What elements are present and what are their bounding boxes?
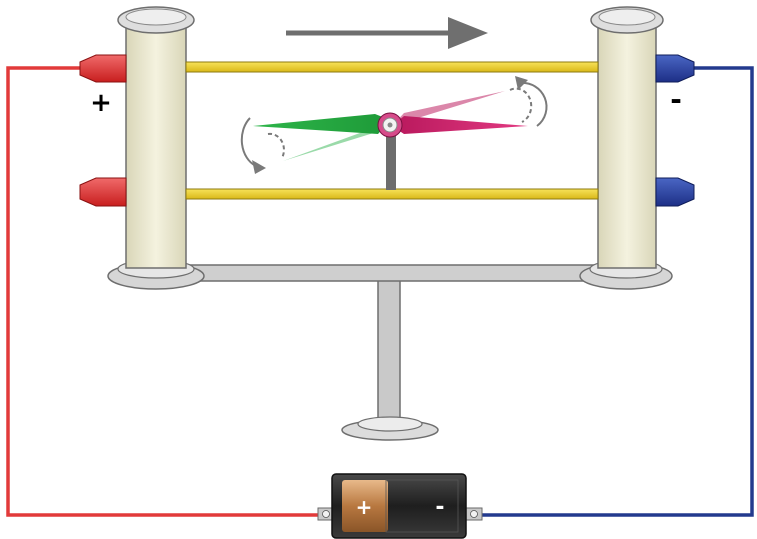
battery-negative-label: - — [435, 495, 444, 520]
battery-positive-label: + — [356, 495, 373, 519]
negative-terminal-bottom — [655, 177, 695, 207]
negative-wire — [482, 66, 754, 517]
positive-wire — [6, 66, 318, 517]
positive-terminal-bottom — [79, 177, 127, 207]
negative-terminal-top — [655, 54, 695, 83]
battery: + - — [317, 473, 483, 539]
rotor — [253, 91, 528, 161]
bottom-rail — [185, 188, 599, 200]
rotor-magenta-blade — [392, 116, 528, 134]
rotor-magenta-blade-faded — [392, 91, 505, 126]
rotor-axle — [386, 128, 396, 190]
rotor-green-blade — [253, 114, 390, 134]
rotate-arrow-icon — [509, 76, 548, 127]
negative-terminal-label: - — [670, 83, 682, 116]
rotate-arrow-icon — [240, 117, 285, 174]
left-column — [107, 6, 205, 290]
positive-terminal-label: + — [90, 88, 112, 118]
frame-crossbar — [189, 264, 601, 282]
right-column — [579, 6, 673, 290]
top-rail — [185, 61, 599, 73]
positive-terminal-top — [79, 54, 127, 83]
frame-stand — [341, 277, 439, 441]
right-arrow-icon — [286, 17, 488, 49]
